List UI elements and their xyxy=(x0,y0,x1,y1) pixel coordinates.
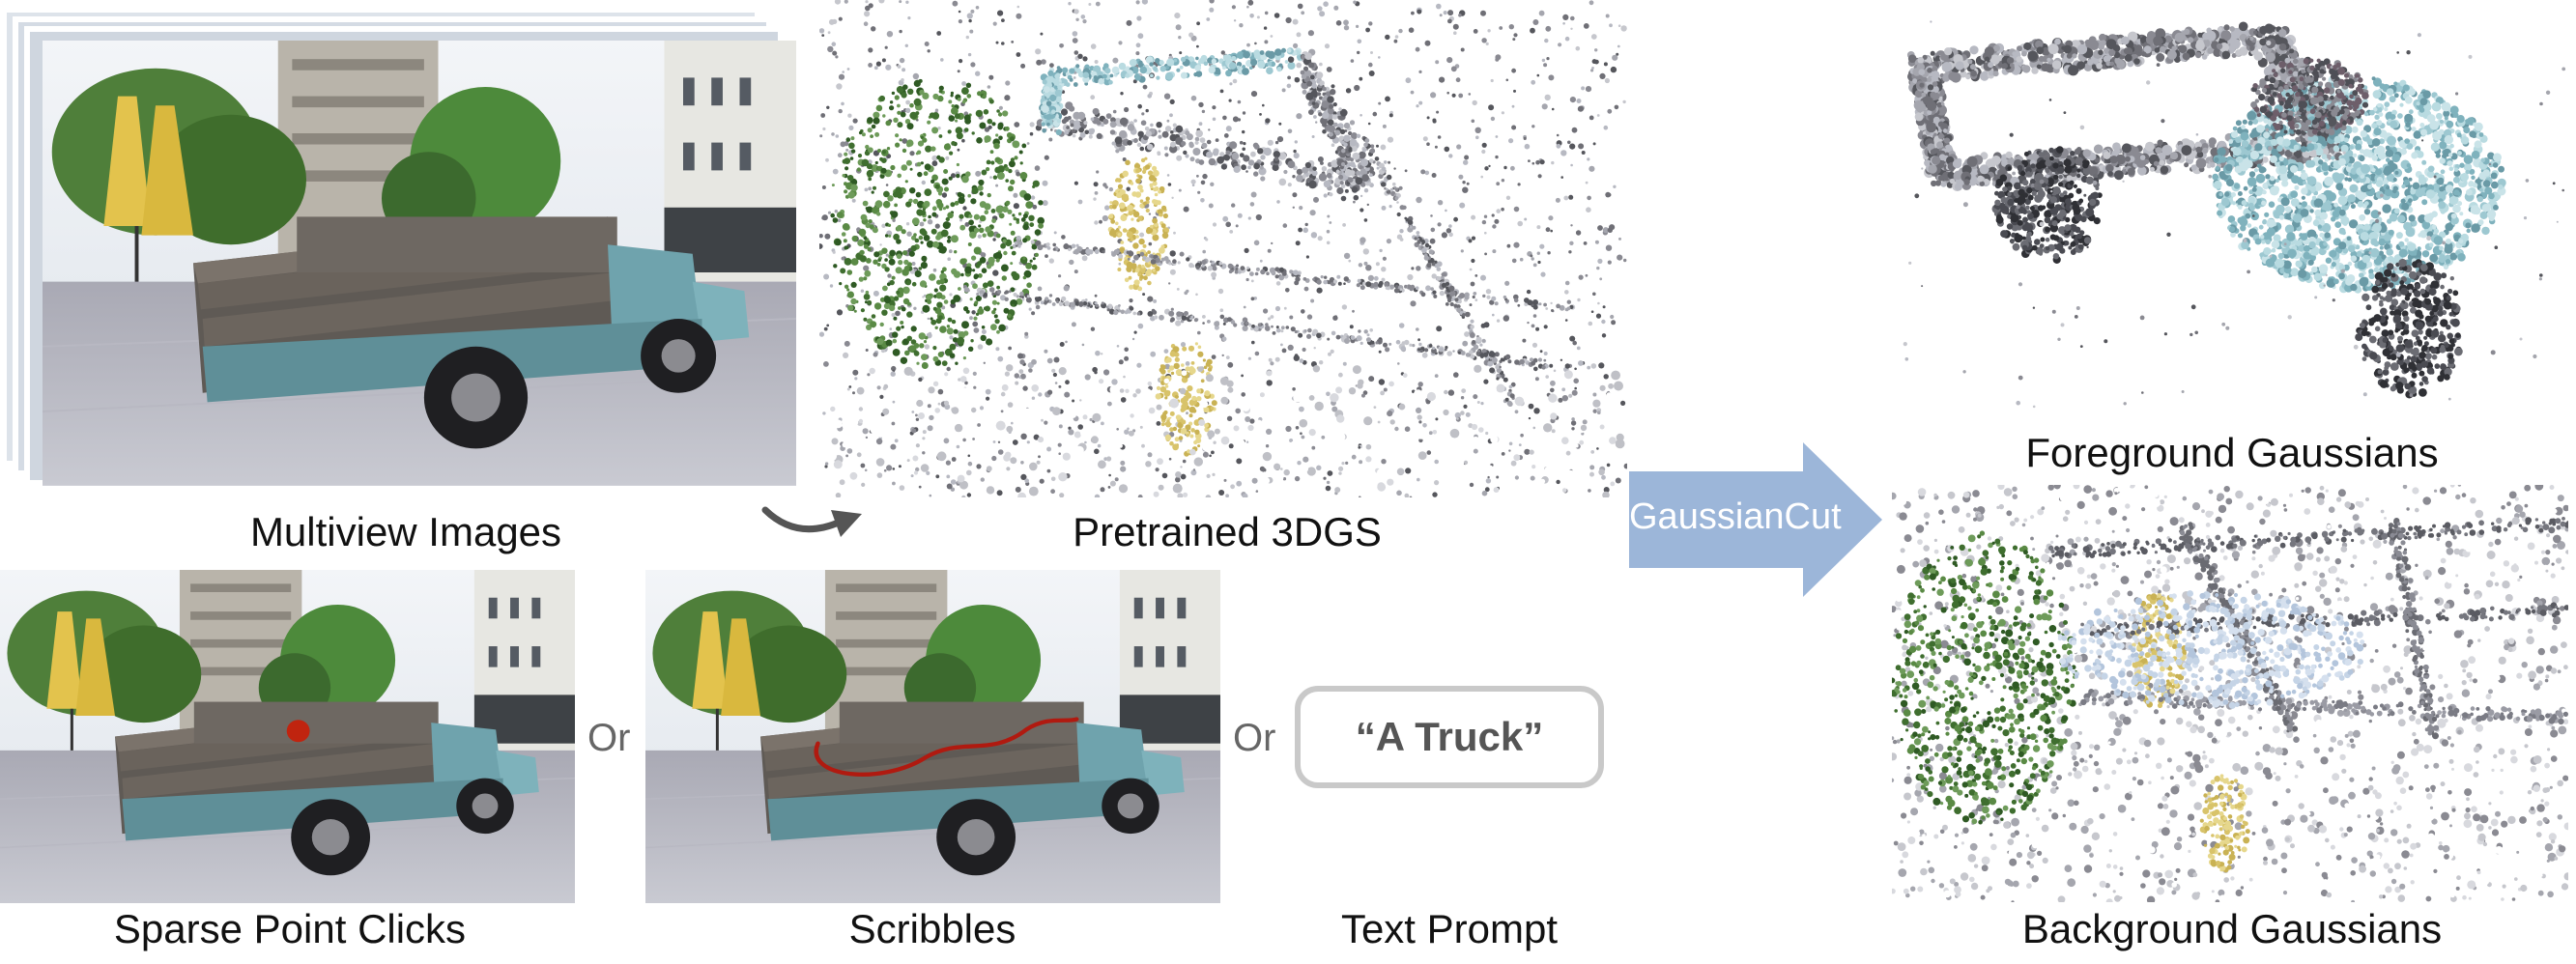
scribbles-label: Scribbles xyxy=(848,906,1016,951)
sparse-clicks-image xyxy=(0,570,575,903)
curved-arrow-icon xyxy=(754,493,870,551)
pretrained-3dgs-cloud xyxy=(819,0,1627,497)
multiview-images xyxy=(0,0,812,502)
scribble-stroke-icon xyxy=(814,717,1079,777)
gaussiancut-label: GaussianCut xyxy=(1629,496,1842,537)
multiview-images-label: Multiview Images xyxy=(249,509,562,554)
sparse-clicks-label: Sparse Point Clicks xyxy=(113,906,467,951)
scribbles-image xyxy=(645,570,1220,903)
text-prompt-label: Text Prompt xyxy=(1340,906,1559,951)
click-point-icon xyxy=(286,720,310,743)
foreground-gaussians-cloud xyxy=(1884,10,2576,425)
background-gaussians-cloud xyxy=(1892,485,2568,902)
or-label-1: Or xyxy=(587,717,631,759)
foreground-gaussians-label: Foreground Gaussians xyxy=(2025,430,2439,475)
pretrained-3dgs-label: Pretrained 3DGS xyxy=(1073,509,1382,554)
gaussiancut-arrow: GaussianCut xyxy=(1629,442,1888,597)
text-prompt-box: “A Truck” xyxy=(1295,686,1604,788)
or-label-2: Or xyxy=(1233,717,1276,759)
text-prompt-value: “A Truck” xyxy=(1355,714,1544,759)
background-gaussians-label: Background Gaussians xyxy=(2021,906,2443,951)
